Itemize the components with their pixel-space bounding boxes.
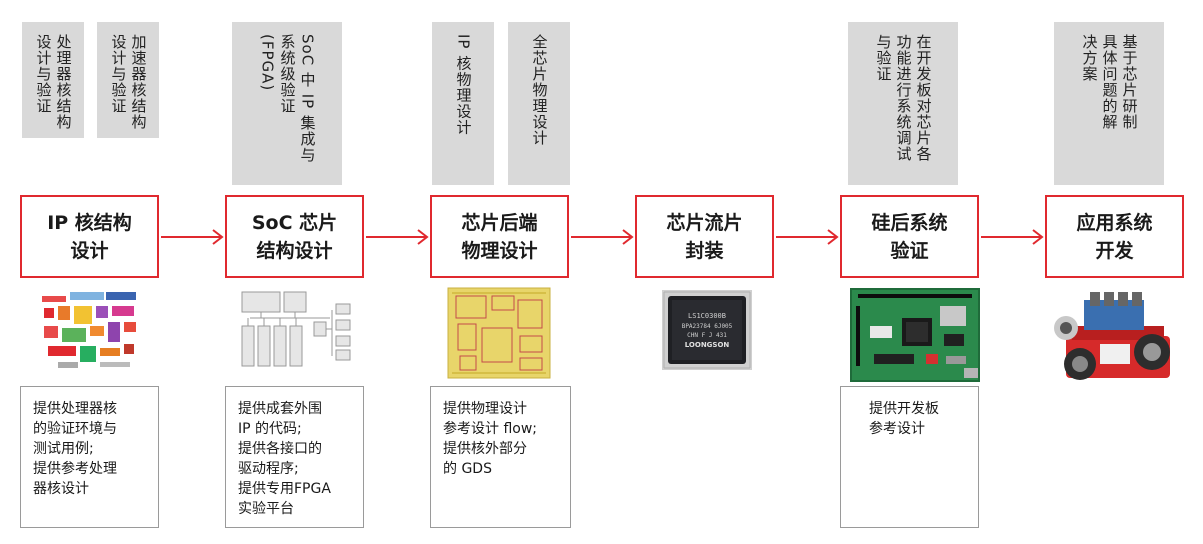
desc-line: 提供成套外围 <box>238 401 322 417</box>
stage-ip-core-design: IP 核结构设计 <box>20 195 159 278</box>
activity-text: 在开发板对芯片各 <box>914 34 933 162</box>
chip-marking: CHN F J 431 <box>687 332 727 339</box>
activity-accelerator: 加速器核结构 设计与验证 <box>97 22 159 138</box>
stage-label: 验证 <box>890 239 929 262</box>
stage-label: 物理设计 <box>461 239 538 262</box>
activity-text: SoC 中 IP 集成与 <box>298 34 317 163</box>
stage-label: 开发 <box>1095 239 1134 262</box>
stage-label: IP 核结构 <box>47 211 132 234</box>
activity-text: 与验证 <box>874 34 893 82</box>
stage-label: 结构设计 <box>256 239 333 262</box>
activity-ip-core: 处理器核结构 设计与验证 <box>22 22 84 138</box>
activity-soc-integration: SoC 中 IP 集成与 系统级验证 (FPGA) <box>232 22 342 185</box>
stage-post-silicon: 硅后系统验证 <box>840 195 979 278</box>
desc-line: 参考设计 flow; <box>443 421 538 437</box>
stage-application: 应用系统开发 <box>1045 195 1184 278</box>
desc-line: 提供专用FPGA <box>238 481 331 497</box>
desc-line: 提供各接口的 <box>238 441 322 457</box>
activity-text: 基于芯片研制 <box>1120 34 1139 130</box>
arrowhead <box>1032 229 1044 245</box>
arrowhead <box>212 229 224 245</box>
activity-text: 功能进行系统调试 <box>894 34 913 162</box>
stage-label: 芯片流片 <box>666 211 743 234</box>
desc-line: 驱动程序; <box>238 461 299 477</box>
arrowhead <box>417 229 429 245</box>
arrowhead <box>827 229 839 245</box>
activity-board-debug: 在开发板对芯片各 功能进行系统调试 与验证 <box>848 22 958 185</box>
stage-label: 封装 <box>685 239 724 262</box>
desc-line: 的 GDS <box>443 461 492 477</box>
desc-soc: 提供成套外围 IP 的代码; 提供各接口的 驱动程序; 提供专用FPGA 实验平… <box>225 386 364 528</box>
desc-line: 提供物理设计 <box>443 401 527 417</box>
backend-layout-image <box>447 287 551 379</box>
activity-fullchip-physical: 全芯片物理设计 <box>508 22 570 185</box>
desc-line: 参考设计 <box>869 421 925 437</box>
desc-line: 提供处理器核 <box>33 401 117 417</box>
stage-label: 芯片后端 <box>461 211 538 234</box>
desc-ip-core: 提供处理器核 的验证环境与 测试用例; 提供参考处理 器核设计 <box>20 386 159 528</box>
chip-marking: LS1C0300B <box>688 312 726 320</box>
soc-block-diagram-image <box>241 291 351 367</box>
desc-line: 提供核外部分 <box>443 441 527 457</box>
activity-text: 全芯片物理设计 <box>530 34 549 146</box>
dev-board-image <box>850 288 980 382</box>
desc-line: 的验证环境与 <box>33 421 117 437</box>
stage-label: 设计 <box>70 239 109 262</box>
desc-line: IP 的代码; <box>238 421 302 437</box>
activity-text: 加速器核结构 <box>129 34 148 130</box>
stage-backend-physical: 芯片后端物理设计 <box>430 195 569 278</box>
desc-line: 器核设计 <box>33 481 89 497</box>
activity-text: IP 核物理设计 <box>454 34 473 136</box>
arrowhead <box>622 229 634 245</box>
desc-line: 提供参考处理 <box>33 461 117 477</box>
activity-text: (FPGA) <box>258 34 277 92</box>
loongson-chip-image: LS1C0300B BPA23784 6J005 CHN F J 431 LOO… <box>662 290 752 370</box>
chip-marking: LOONGSON <box>685 341 730 349</box>
activity-text: 具体问题的解 <box>1100 34 1119 130</box>
desc-backend: 提供物理设计 参考设计 flow; 提供核外部分 的 GDS <box>430 386 571 528</box>
activity-text: 设计与验证 <box>109 34 128 114</box>
ip-block-diagram-image <box>40 290 140 370</box>
activity-text: 决方案 <box>1080 34 1099 82</box>
stage-label: SoC 芯片 <box>251 211 338 234</box>
desc-line: 提供开发板 <box>869 401 939 417</box>
stage-label: 硅后系统 <box>871 211 948 234</box>
activity-solution: 基于芯片研制 具体问题的解 决方案 <box>1054 22 1164 185</box>
activity-text: 处理器核结构 <box>54 34 73 130</box>
desc-line: 实验平台 <box>238 501 294 517</box>
activity-ip-physical: IP 核物理设计 <box>432 22 494 185</box>
stage-label: 应用系统 <box>1076 211 1153 234</box>
stage-soc-design: SoC 芯片结构设计 <box>225 195 364 278</box>
desc-line: 测试用例; <box>33 441 94 457</box>
stage-tapeout-package: 芯片流片封装 <box>635 195 774 278</box>
chip-marking: BPA23784 6J005 <box>682 323 733 330</box>
activity-text: 系统级验证 <box>278 34 297 114</box>
activity-text: 设计与验证 <box>34 34 53 114</box>
robot-car-image <box>1054 292 1170 380</box>
desc-post-silicon: 提供开发板 参考设计 <box>840 386 979 528</box>
